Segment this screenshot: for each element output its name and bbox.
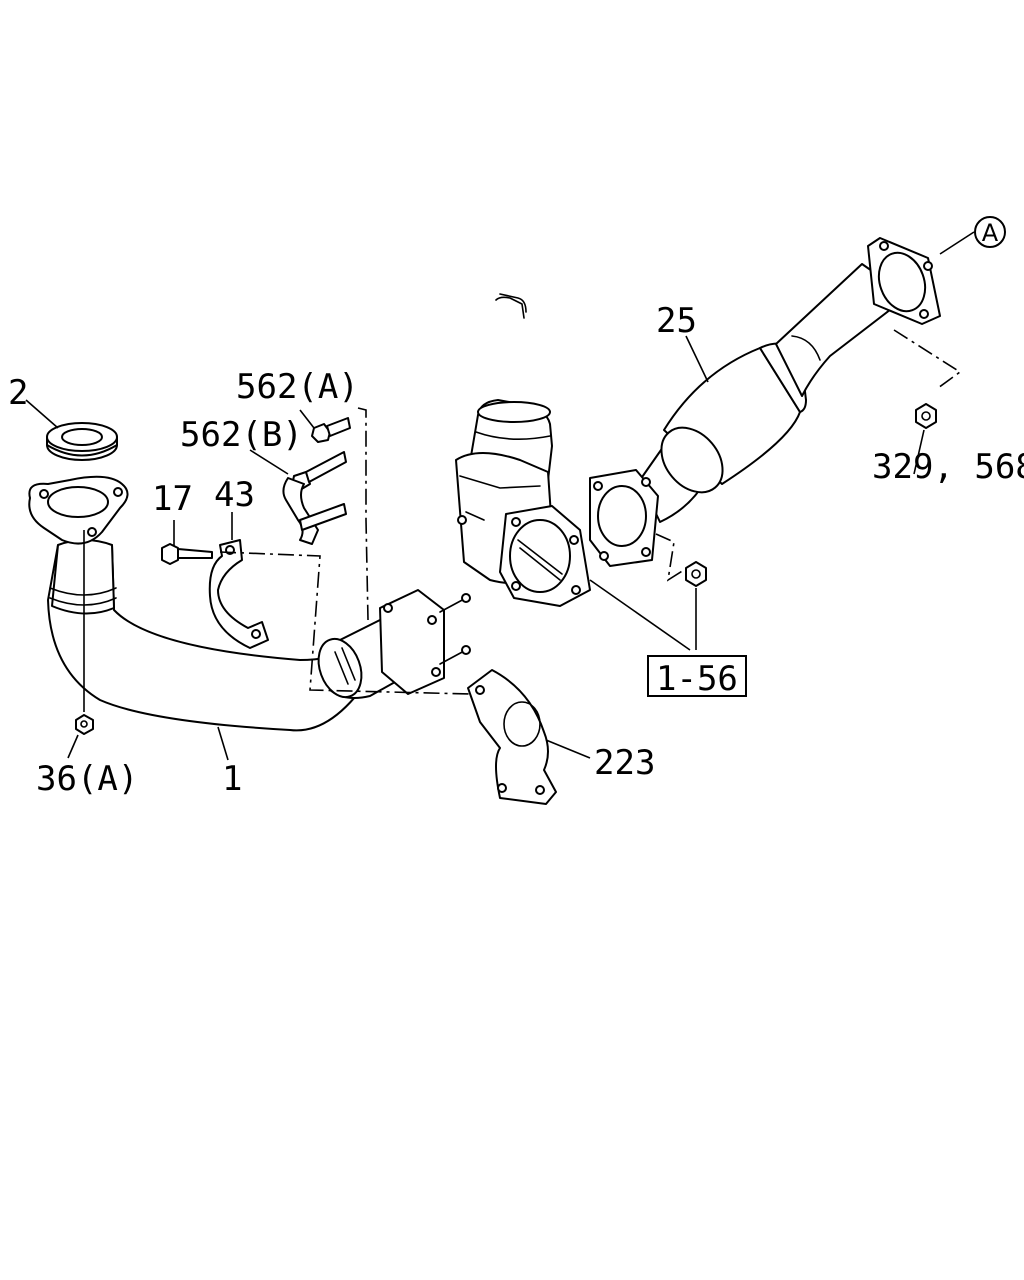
front-pipe-part (28, 475, 471, 732)
callout-labels: 2 36(A) 1 17 43 562(A) 562(B) 223 25 329… (8, 216, 1024, 799)
label-part-1: 1 (222, 759, 242, 799)
label-part-223: 223 (594, 743, 655, 783)
label-part-2: 2 (8, 373, 28, 413)
callout-a-circle (974, 216, 1006, 248)
label-part-36a: 36(A) (36, 759, 138, 799)
turbo-housing-part (455, 293, 591, 607)
bolts-562-part (282, 417, 351, 545)
clamp-bracket-43-part (208, 539, 269, 649)
label-callout-a: A (982, 219, 999, 247)
label-part-562a: 562(A) (236, 367, 359, 407)
label-part-562b: 562(B) (180, 415, 303, 455)
nuts-misc-part (685, 403, 937, 587)
label-part-17: 17 (152, 479, 193, 519)
heat-shield-223-part (467, 669, 557, 805)
label-part-25: 25 (656, 301, 697, 341)
gasket-ring-part (46, 422, 118, 461)
label-part-43: 43 (214, 475, 255, 515)
label-part-329-568: 329, 568 (872, 447, 1024, 487)
leader-lines (25, 231, 975, 761)
nut-36a-part (75, 714, 94, 735)
rear-pipe-25-part (589, 237, 941, 567)
bolt-17-part (161, 543, 213, 565)
label-ref-1-56: 1-56 (656, 659, 738, 699)
ref-box (647, 655, 747, 697)
